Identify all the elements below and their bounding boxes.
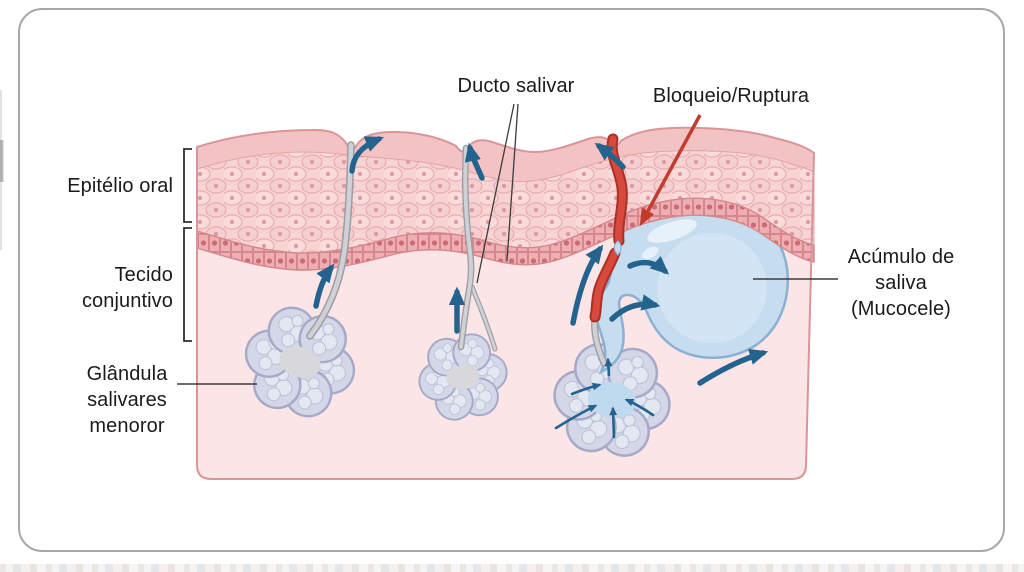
flow-arrow-into-mucocele-top bbox=[627, 256, 670, 275]
flow-arrow-duct1-up bbox=[313, 263, 335, 309]
mucocele-highlight bbox=[647, 219, 697, 243]
flow-arrow-into-mucocele-low bbox=[609, 294, 661, 322]
label-connective-tissue: Tecido conjuntivo bbox=[25, 262, 173, 314]
salivary-duct-1 bbox=[306, 141, 355, 340]
screen-edge-artifact bbox=[0, 90, 4, 250]
cropped-page-content-strip bbox=[0, 564, 1024, 572]
label-connective-line2: conjuntivo bbox=[81, 290, 173, 312]
flow-arrow-swoosh bbox=[697, 348, 769, 386]
label-glands-line2: salivares bbox=[87, 389, 167, 411]
label-minor-salivary-glands: Glândula salivares menoror bbox=[45, 361, 209, 439]
flow-arrow-duct1-out bbox=[349, 136, 385, 174]
rupture-leak bbox=[613, 240, 622, 256]
blockage-pointer-arrow bbox=[639, 114, 702, 227]
mucocele-inner-sheen bbox=[657, 233, 767, 343]
layer-brackets bbox=[183, 148, 192, 342]
flow-arrow-duct3-up bbox=[570, 244, 604, 326]
salivary-gland-3 bbox=[547, 339, 676, 461]
salivary-duct-2 bbox=[457, 144, 498, 352]
label-mucocele-line1: Acúmulo de bbox=[847, 246, 955, 268]
mucosa-surface-layer bbox=[197, 127, 814, 182]
label-mucocele-line3: (Mucocele) bbox=[851, 298, 951, 320]
label-connective-line1: Tecido bbox=[114, 264, 173, 286]
flow-arrow-duct3-out bbox=[594, 142, 626, 170]
label-saliva-accumulation: Acúmulo de saliva (Mucocele) bbox=[808, 244, 994, 322]
connective-bracket bbox=[183, 227, 192, 342]
saliva-flow-arrows bbox=[313, 136, 769, 386]
salivary-gland-1 bbox=[234, 299, 367, 426]
label-salivary-duct: Ducto salivar bbox=[457, 75, 575, 97]
gland-inner-arrows bbox=[554, 357, 655, 439]
salivary-gland-2 bbox=[413, 329, 514, 425]
label-mucocele-line2: saliva bbox=[875, 272, 927, 294]
epithelium-bracket bbox=[183, 148, 192, 223]
label-glands-line3: menoror bbox=[89, 415, 165, 437]
flow-arrow-duct2-out bbox=[464, 142, 485, 181]
label-glands-line1: Glândula bbox=[86, 363, 168, 385]
label-oral-epithelium: Epitélio oral bbox=[67, 175, 173, 197]
duct-pointer-lines bbox=[476, 103, 519, 284]
basal-cell-layer bbox=[196, 197, 815, 271]
label-blockage-rupture: Bloqueio/Ruptura bbox=[652, 85, 810, 107]
